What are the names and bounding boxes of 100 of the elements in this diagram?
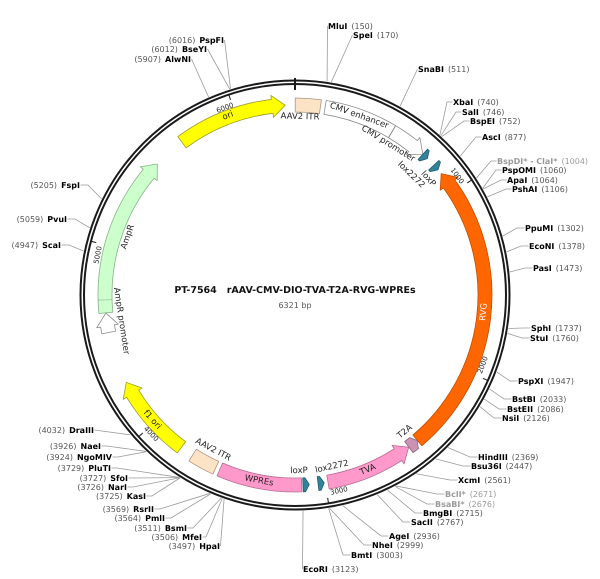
enzyme-name: MluI [328, 22, 348, 30]
enzyme-name: BspDI* - ClaI* [497, 156, 558, 166]
cut-site-position: (1302) [557, 224, 584, 232]
cut-site-position: (877) [504, 132, 526, 142]
leader-line [165, 493, 212, 518]
cut-site-position: (3926) [50, 442, 76, 450]
enzyme-name: NarI [108, 482, 127, 492]
leader-line [396, 486, 445, 494]
leader-line [400, 68, 418, 107]
enzyme-name: EcoNI [529, 242, 554, 250]
cut-site-position: (2767) [436, 518, 464, 526]
enzyme-name: BsaBI* [435, 500, 465, 508]
enzyme-name: BmtI [351, 550, 372, 560]
leader-line [112, 451, 147, 458]
cut-site-position: (3506) [152, 532, 178, 542]
cut-site-position: (3729) [58, 464, 84, 472]
enzyme-name: AscI [482, 132, 501, 142]
cut-site-position: (3497) [168, 542, 196, 550]
cut-site-position: (3725) [96, 492, 123, 500]
leader-line [496, 372, 518, 382]
leader-line [508, 328, 531, 329]
cut-site-position: (3564) [114, 514, 142, 522]
leader-line [128, 477, 180, 478]
leader-line [506, 246, 529, 252]
cut-site-position: (5205) [30, 180, 58, 190]
enzyme-name: BseYI [182, 44, 207, 54]
cut-site-position: (1106) [541, 184, 568, 194]
leader-line [94, 430, 131, 436]
enzyme-name: KasI [126, 492, 146, 500]
cut-site-position: (3924) [46, 452, 73, 462]
leader-line [460, 136, 482, 156]
leader-line [220, 498, 224, 546]
leader-line [207, 48, 230, 90]
leader-line [127, 477, 180, 488]
leader-line [484, 398, 507, 410]
leader-line [330, 34, 353, 82]
enzyme-name: PpuMI [525, 224, 554, 232]
enzyme-name: PluTI [88, 464, 111, 472]
enzyme-name: PspXI [518, 376, 544, 386]
enzyme-name: SnaBI [418, 64, 444, 74]
leader-line [146, 477, 180, 496]
leader-line [224, 40, 231, 90]
enzyme-name: XcmI [458, 476, 480, 484]
enzyme-name: BstEII [507, 404, 534, 414]
cut-site-position: (2715) [456, 508, 483, 518]
leader-line [67, 218, 90, 228]
leader-line [482, 180, 507, 190]
leader-line [448, 447, 478, 458]
enzyme-name: PshAI [512, 184, 538, 194]
enzyme-name: AlwNI [165, 54, 191, 64]
cut-site-position: (1004) [561, 156, 588, 166]
leader-line [154, 493, 210, 510]
leader-line [376, 494, 411, 522]
leader-line [342, 505, 389, 536]
enzyme-name: PmlI [145, 514, 165, 522]
cut-site-position: (3727) [80, 474, 106, 482]
cut-site-position: (170) [376, 30, 398, 40]
cut-site-position: (2561) [484, 476, 511, 484]
enzyme-name: SfoI [110, 474, 128, 482]
cut-site-position: (2126) [523, 414, 550, 422]
cut-site-position: (6012) [151, 44, 178, 54]
leader-line [440, 112, 462, 136]
enzyme-name: HpaI [199, 542, 220, 550]
leader-line [489, 388, 512, 400]
enzyme-name: EcoRI [303, 564, 328, 574]
cut-site-position: (2999) [396, 540, 424, 550]
cut-site-position: (1473) [556, 264, 582, 272]
cut-site-position: (4947) [12, 240, 38, 250]
cut-site-position: (2671) [470, 490, 496, 498]
cut-site-position: (3726) [77, 482, 104, 492]
leader-line [416, 473, 458, 480]
enzyme-name: SalI [462, 108, 479, 116]
leader-line [440, 102, 453, 136]
enzyme-name: PvuI [47, 214, 67, 224]
leader-line [394, 486, 435, 504]
leader-line [329, 508, 372, 546]
enzyme-name: DraIII [69, 426, 94, 434]
enzyme-name: BstBI [512, 394, 536, 404]
cut-site-position: (3569) [102, 504, 130, 514]
leader-line [509, 268, 533, 272]
enzyme-name: HindIII [478, 452, 508, 462]
enzyme-name: ScaI [42, 240, 61, 250]
cut-site-position: (1060) [540, 166, 567, 174]
enzyme-name: Bsu36I [471, 462, 502, 470]
cut-site-position: (4032) [38, 426, 66, 434]
enzyme-name: SacII [411, 518, 433, 526]
leader-line [101, 446, 146, 452]
enzyme-name: BmgBI [423, 508, 452, 518]
leader-line [502, 228, 525, 236]
leader-line [187, 498, 222, 528]
leader-line [441, 120, 470, 137]
cut-site-position: (1378) [558, 242, 585, 250]
enzyme-name: NaeI [80, 442, 101, 450]
enzyme-name: ApaI [507, 176, 528, 184]
enzyme-name: SpeI [353, 30, 373, 40]
cut-site-position: (752) [499, 116, 521, 126]
leader-line [482, 170, 502, 189]
enzyme-name: XbaI [453, 98, 474, 106]
leader-line [435, 458, 471, 466]
cut-site-position: (2086) [537, 404, 564, 414]
